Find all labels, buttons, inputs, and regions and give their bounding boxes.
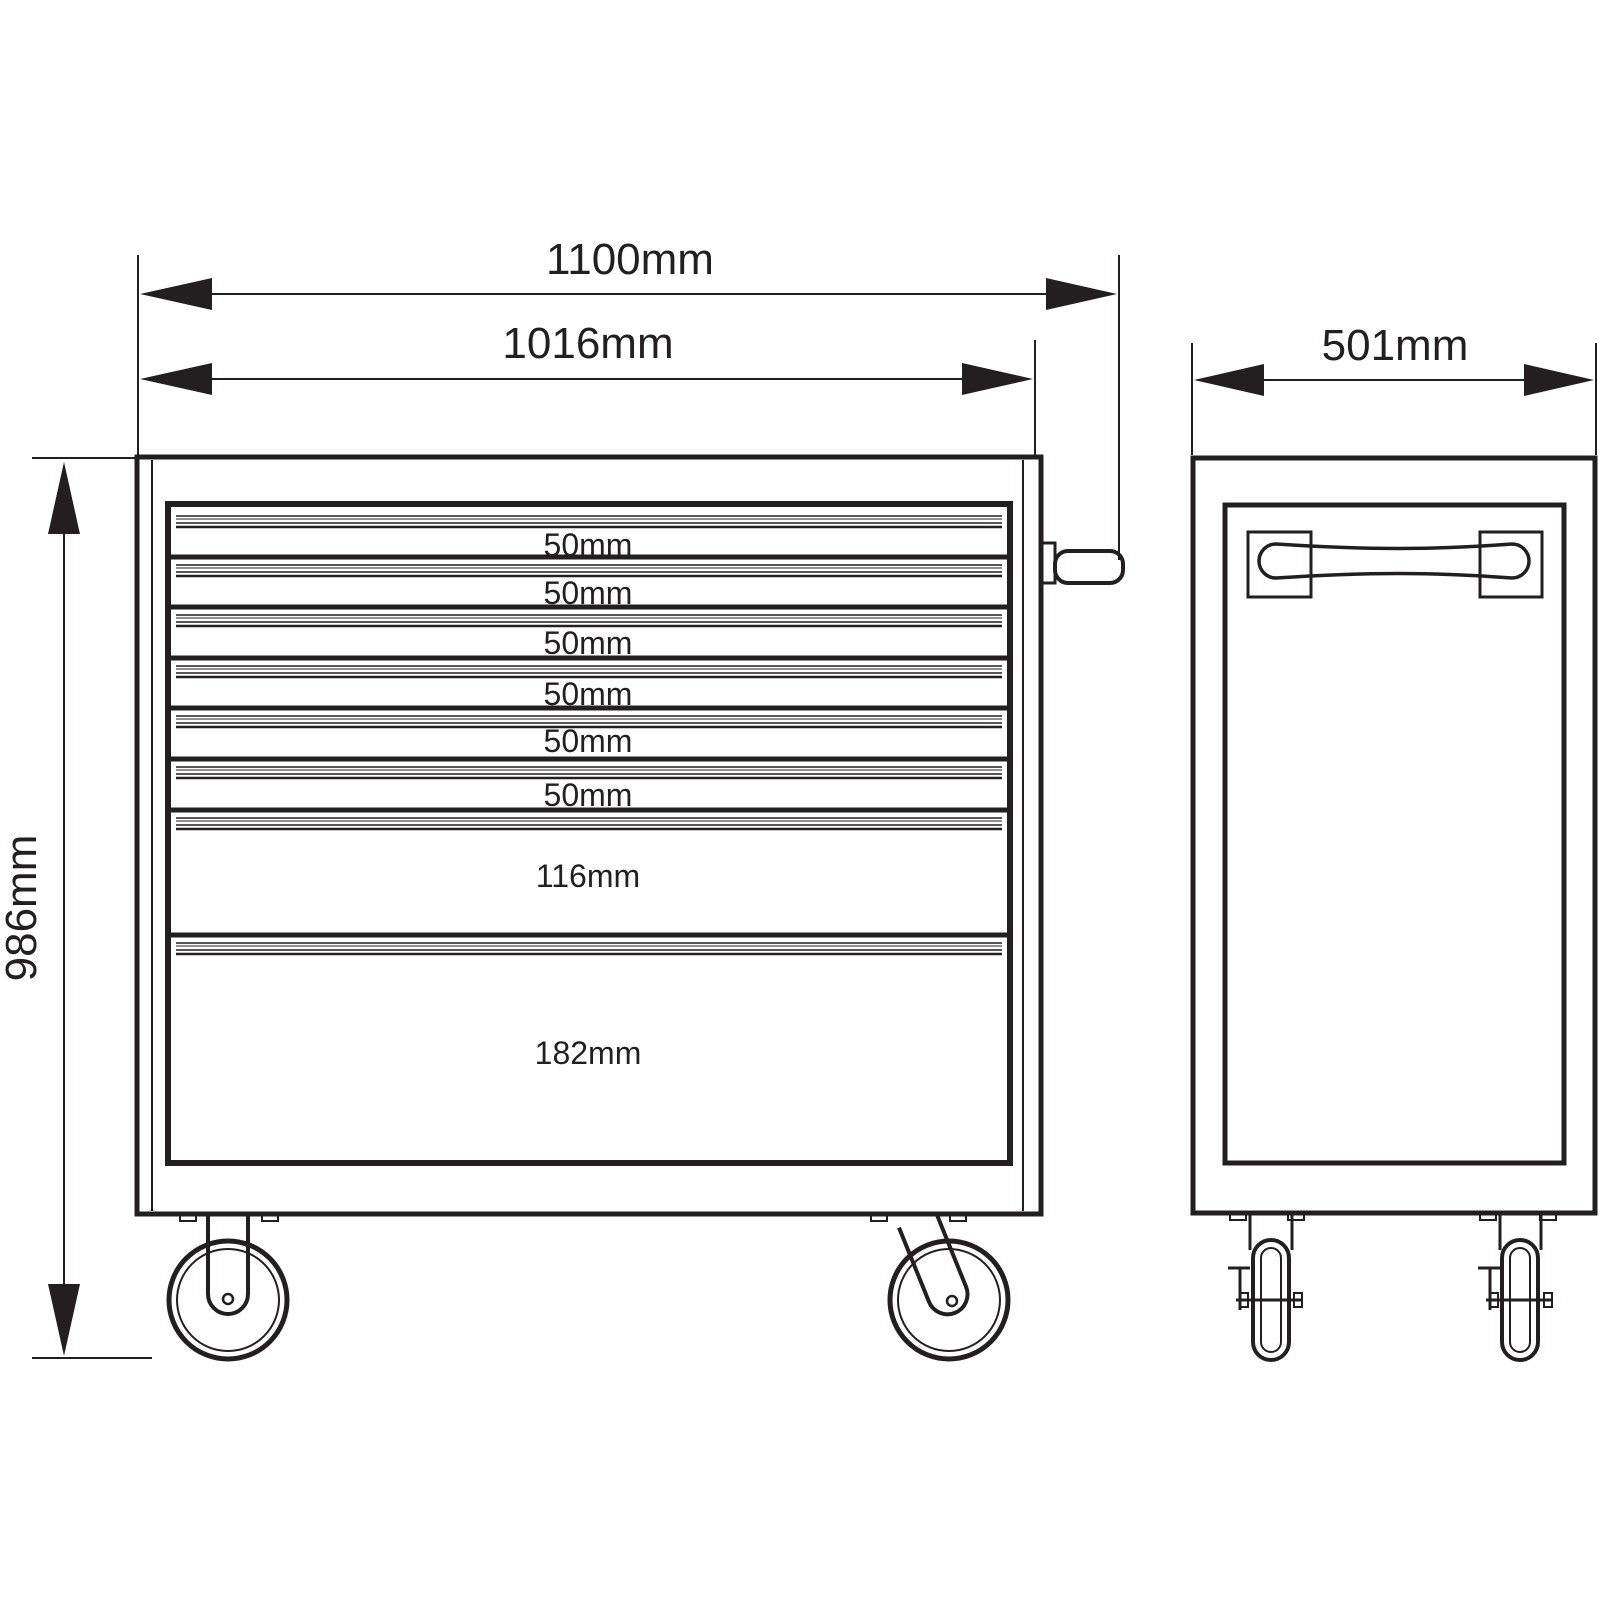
handle-grip [1257,542,1531,580]
front-caster-left [166,1214,290,1362]
wheel [166,1238,290,1362]
side-handle [1039,541,1125,585]
axle-nut [1239,1292,1249,1308]
side-panel [1222,502,1567,1166]
drawer: 50mm [176,665,1002,712]
caster-fork [1498,1213,1543,1250]
arrow-up-icon [48,462,80,534]
caster-mount-plates [179,1213,967,1222]
caster-fork [1248,1213,1294,1250]
mount-plate [949,1213,967,1222]
handle-bracket [1246,530,1313,599]
side-view [1190,455,1598,1362]
handle-bracket [1478,530,1544,599]
front-caster-right [887,1211,1011,1362]
side-frame [1190,455,1598,1216]
drawer-height-label: 50mm [544,723,633,759]
drawer-height-label: 50mm [544,625,633,661]
dimension-cabinet-width: 1016mm [140,319,1036,455]
arrow-left-icon [140,278,212,310]
axle-nut [1543,1292,1553,1308]
mount-plate [1287,1212,1305,1221]
side-caster-left [1228,1213,1303,1362]
drawer-height-label: 182mm [535,1035,642,1071]
depth-label: 501mm [1322,321,1469,370]
dimension-depth: 501mm [1191,321,1597,455]
side-caster-right [1478,1213,1553,1362]
wheel-rim [176,1248,280,1352]
front-view: 50mm 50mm 50mm 50mm [134,454,1125,1362]
drawer: 50mm [176,614,1002,661]
mount-plate [1229,1212,1247,1221]
drawer-height-label: 116mm [536,858,640,894]
caster-fork [897,1211,970,1317]
cabinet-frame [134,454,1044,1217]
drawer-height-label: 50mm [544,777,633,813]
mount-plate [179,1213,197,1222]
wheel-axle [221,1292,235,1306]
caster-fork [206,1214,250,1316]
drawer: 116mm [176,817,1002,894]
height-label: 986mm [0,835,46,982]
mount-plate [1479,1212,1497,1221]
wheel [887,1238,1011,1362]
cabinet-width-label: 1016mm [502,319,673,368]
mount-plate [261,1213,279,1222]
drawer: 50mm [176,766,1002,813]
arrow-right-icon [1524,364,1594,396]
arrow-left-icon [140,363,212,395]
dimension-height: 986mm [0,457,152,1359]
dimension-overall-width: 1100mm [137,235,1120,560]
overall-width-label: 1100mm [546,235,714,284]
axle-nut [1293,1292,1303,1308]
drawer: 182mm [176,942,1002,1071]
arrow-left-icon [1194,364,1264,396]
drawer: 50mm [176,564,1002,611]
handle-grip [1053,549,1125,585]
arrow-right-icon [1046,278,1117,310]
mount-plate [870,1213,888,1222]
wheel-axle [945,1294,959,1308]
axle-nut [1489,1292,1499,1308]
drawer: 50mm [176,715,1002,759]
arrow-right-icon [962,363,1033,395]
arrow-down-icon [48,1284,80,1356]
side-handle-bar [1246,530,1544,599]
drawer-panel [165,501,1013,1166]
